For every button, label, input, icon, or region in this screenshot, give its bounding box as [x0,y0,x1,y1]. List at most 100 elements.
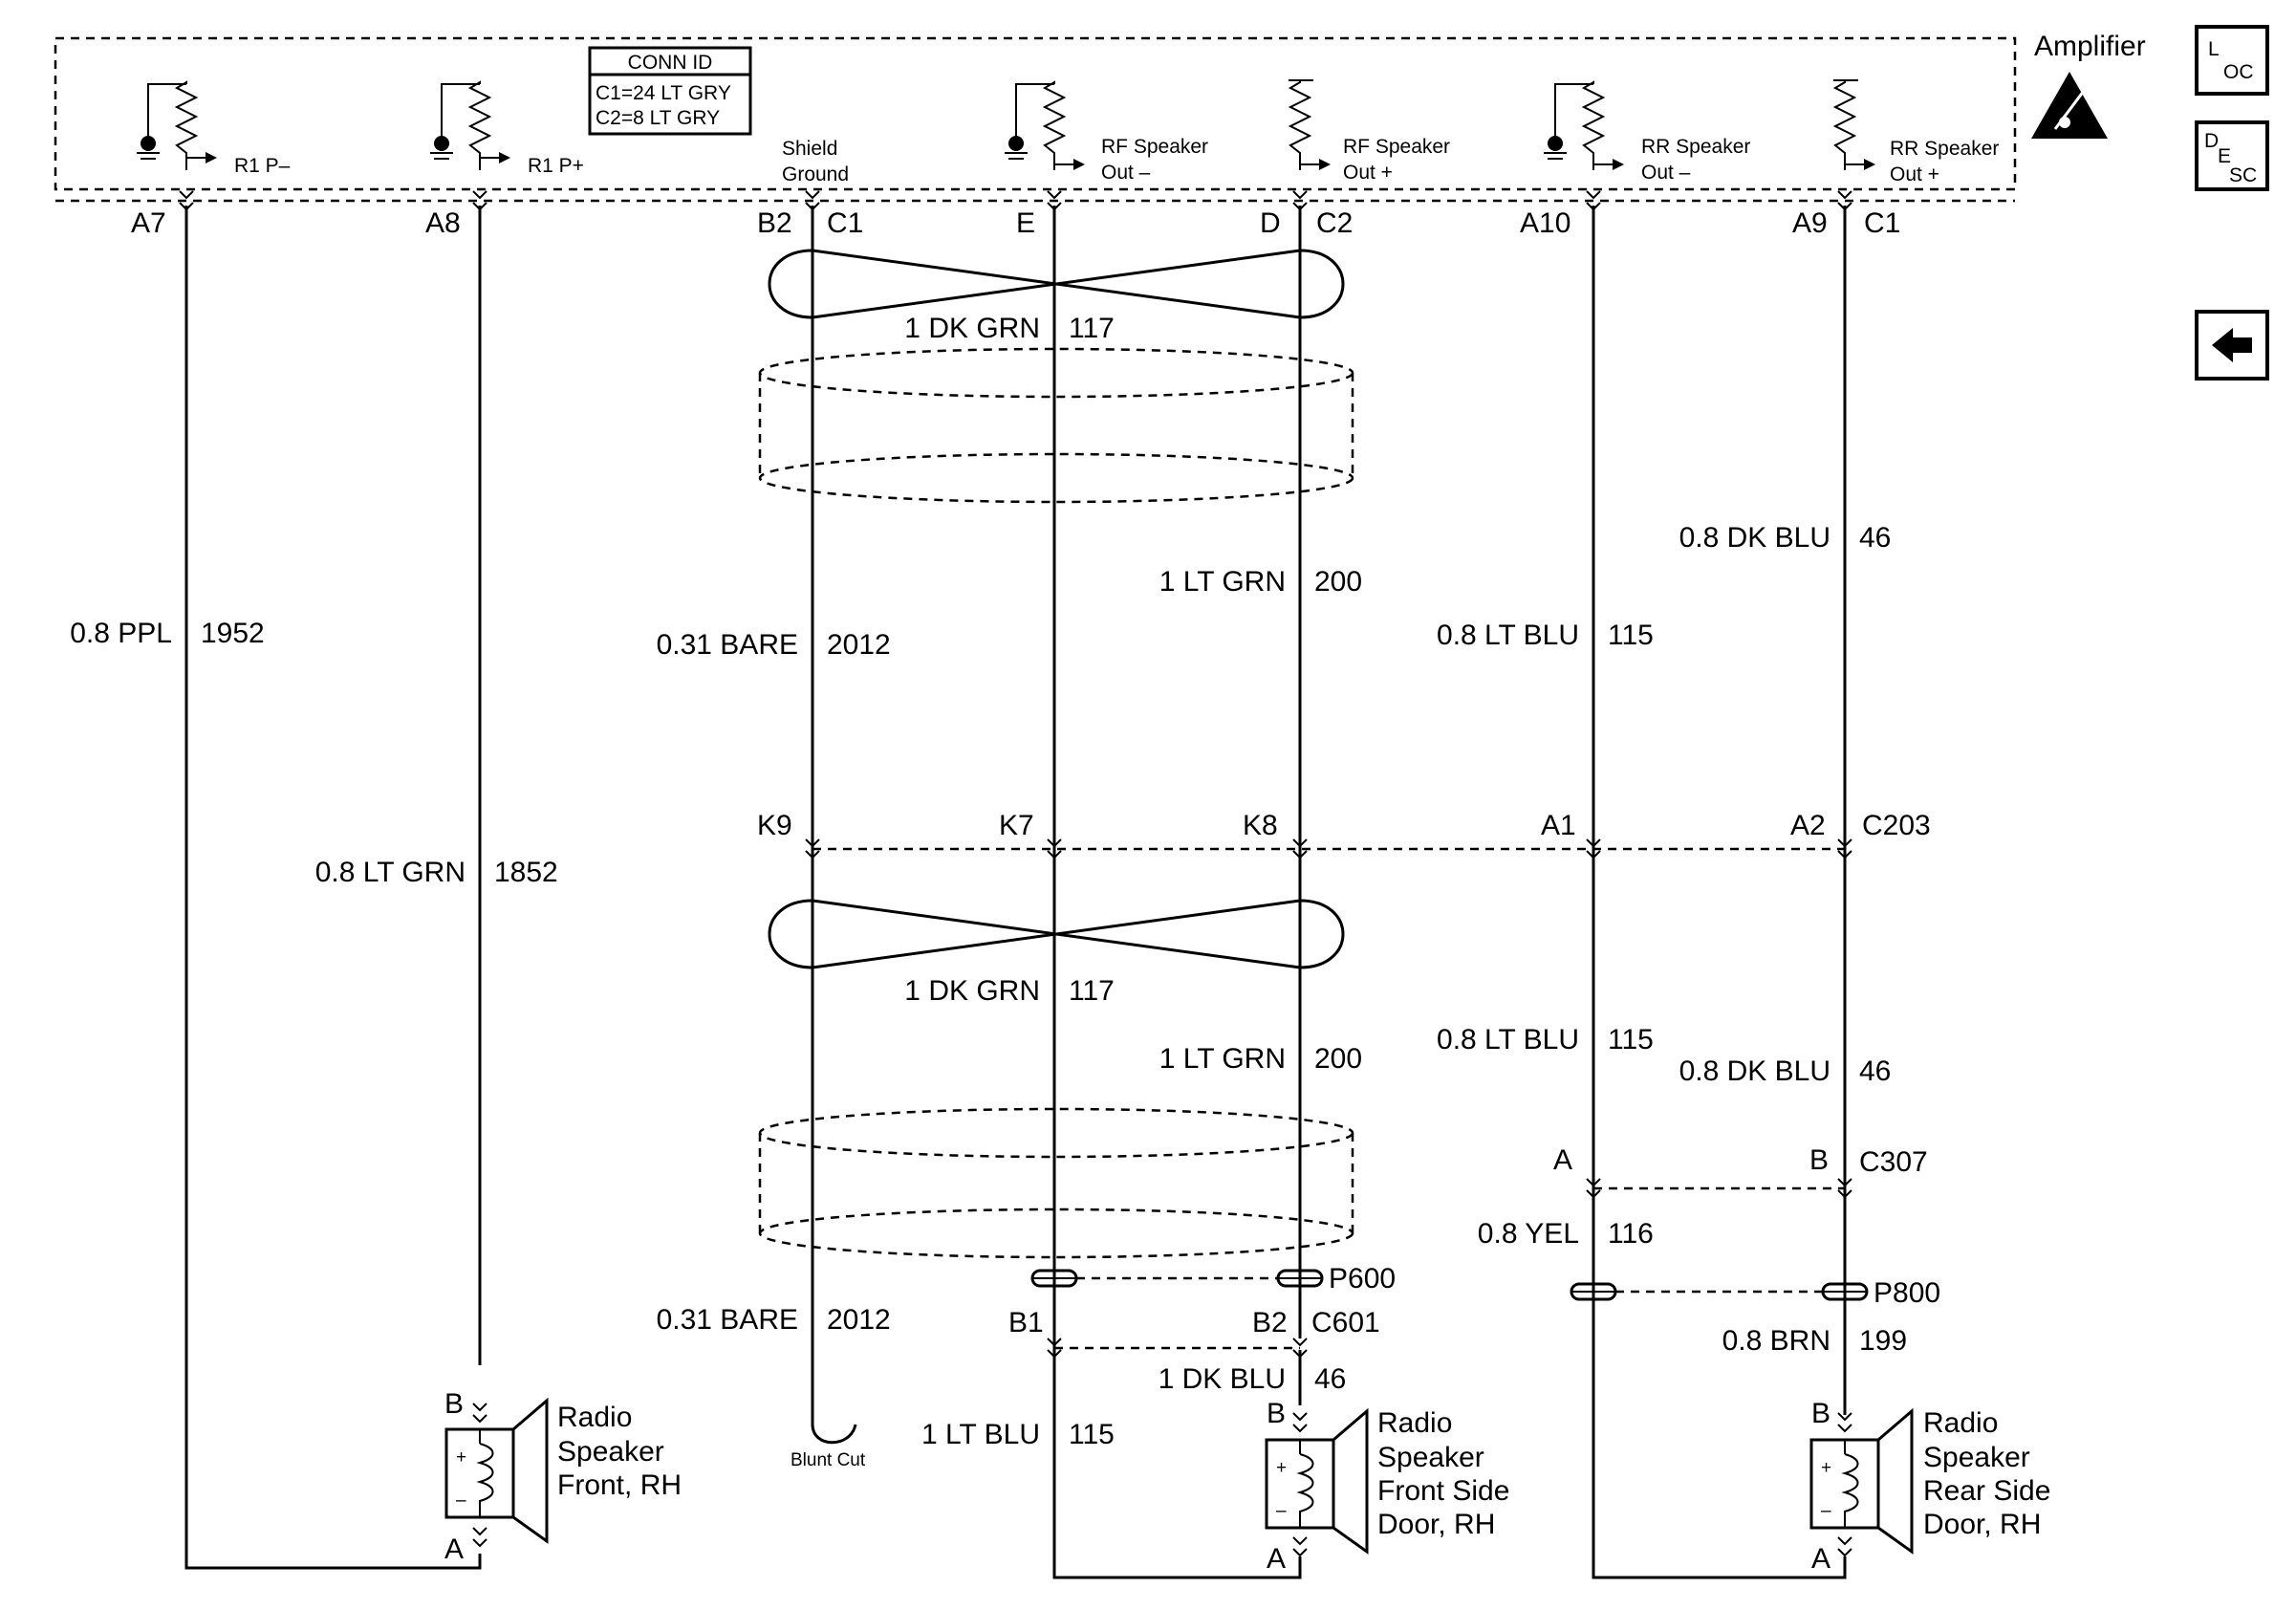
pin-label-shield-2: Ground [782,163,849,185]
c203-a1: A1 [1541,810,1576,841]
speaker-rear-side-door-rh: + – [1809,1407,1914,1555]
term-d: D [1260,207,1281,239]
wire-1952 [184,206,482,1570]
wire-1852-circuit: 1852 [494,857,558,888]
terminal-chevron [472,1527,487,1548]
speaker-rear-side-l4: Door, RH [1923,1509,2041,1540]
conn-id-title: CONN ID [628,52,713,74]
svg-text:–: – [1276,1501,1287,1521]
speaker-front-side-l3: Front Side [1377,1475,1509,1507]
pin-label-rr-neg-1: RR Speaker [1641,136,1750,158]
wire-2012-circuit-upper: 2012 [827,629,891,661]
speaker-front-side-l2: Speaker [1377,1442,1484,1473]
terminal-chevron [1837,1536,1852,1557]
c601-b1: B1 [1008,1307,1044,1338]
esd-warning-icon [2031,72,2108,139]
amplifier-title: Amplifier [2034,31,2146,62]
term-c1-rr: C1 [1864,207,1900,239]
svg-text:+: + [1821,1458,1831,1478]
loc-l-text: L [2208,38,2220,60]
wire-115-gauge-c601: 1 LT BLU [921,1419,1040,1450]
wire-115-gauge-upper: 0.8 LT BLU [1437,620,1579,651]
splice-p600 [1030,1269,1324,1288]
wire-46-gauge-upper: 0.8 DK BLU [1679,522,1830,554]
amp-internal-rr-neg [1544,80,1624,170]
c601-name: C601 [1311,1307,1380,1338]
conn-id-box: CONN ID C1=24 LT GRY C2=8 LT GRY [588,46,752,136]
wire-1952-circuit: 1952 [201,618,265,649]
c203-k7: K7 [999,810,1034,841]
wire-1952-gauge: 0.8 PPL [70,618,172,649]
pin-label-rf-pos-2: Out + [1343,162,1393,184]
c203-k8: K8 [1243,810,1278,841]
term-e: E [1016,207,1035,239]
svg-text:–: – [1821,1501,1831,1521]
pin-label-r1-pos: R1 P+ [528,155,584,177]
wire-116-gauge: 0.8 YEL [1478,1218,1579,1250]
term-c1: C1 [827,207,863,239]
amp-internal-rr-pos [1832,79,1875,170]
c601-b2: B2 [1252,1307,1288,1338]
pin-label-rf-neg-1: RF Speaker [1101,136,1208,158]
term-a7: A7 [131,207,166,239]
terminal-chevron [1837,1412,1852,1433]
wire-199-circuit: 199 [1859,1325,1907,1357]
speaker-front-rh: + – [444,1397,549,1544]
wire-115-circuit-upper: 115 [1608,620,1654,651]
wire-117-115 [1052,206,1302,1579]
wire-2012-gauge-lower: 0.31 BARE [657,1304,798,1336]
wire-117-gauge-lower: 1 DK GRN [904,975,1040,1007]
speaker-front-rh-pin-a: A [444,1534,464,1565]
svg-text:+: + [1276,1458,1287,1478]
pin-label-rf-pos-1: RF Speaker [1343,136,1450,158]
wire-46-gauge-lower: 0.8 DK BLU [1679,1055,1830,1087]
splice-p600-label: P600 [1329,1263,1396,1295]
speaker-front-side-pin-b: B [1267,1398,1286,1429]
amp-internal-rf-neg [1005,80,1085,170]
speaker-front-rh-l2: Speaker [557,1436,664,1468]
twisted-pair-lower [768,899,1345,969]
wire-199-gauge: 0.8 BRN [1722,1325,1830,1357]
blunt-cut-label: Blunt Cut [791,1450,866,1470]
back-button[interactable] [2195,310,2269,381]
wire-46-circuit-c601: 46 [1314,1363,1346,1395]
pin-label-rf-neg-2: Out – [1101,162,1151,184]
desc-e-text: E [2218,145,2231,167]
wire-200-circuit-lower: 200 [1314,1043,1362,1075]
wire-2012-circuit-lower: 2012 [827,1304,891,1336]
amp-internal-r1-pos [430,80,510,170]
c307-name: C307 [1859,1146,1928,1178]
description-button[interactable]: D E SC [2195,120,2269,191]
amp-internal-rf-pos [1288,79,1331,170]
pin-label-rr-pos-1: RR Speaker [1890,138,1999,160]
speaker-rear-side-l3: Rear Side [1923,1475,2050,1507]
wire-200-gauge-lower: 1 LT GRN [1159,1043,1286,1075]
location-button[interactable]: L OC [2195,25,2269,96]
amplifier-box [54,36,2017,191]
wire-115-circuit-lower: 115 [1608,1024,1654,1055]
speaker-rear-side-l2: Speaker [1923,1442,2030,1473]
splice-p800-label: P800 [1874,1277,1940,1309]
speaker-front-side-door-rh: + – [1265,1407,1369,1555]
speaker-rear-side-pin-b: B [1811,1398,1830,1429]
conn-id-c2: C2=8 LT GRY [596,107,720,129]
term-a9: A9 [1792,207,1828,239]
wire-117-gauge-upper: 1 DK GRN [904,313,1040,344]
pin-label-rr-neg-2: Out – [1641,162,1691,184]
loc-oc-text: OC [2223,61,2254,83]
term-a10: A10 [1520,207,1570,239]
splice-p800 [1570,1282,1869,1301]
amp-internal-r1-neg [137,80,217,170]
terminal-chevron [1292,1536,1308,1557]
terminal-chevron [472,1403,487,1424]
desc-sc-text: SC [2229,164,2257,186]
term-b2: B2 [757,207,792,239]
speaker-front-rh-pin-b: B [444,1388,464,1420]
wire-115-116 [1592,206,1847,1579]
speaker-front-side-l1: Radio [1377,1407,1452,1439]
twisted-pair-upper [768,249,1345,319]
svg-text:–: – [456,1490,466,1511]
speaker-rear-side-l1: Radio [1923,1407,1998,1439]
back-arrow-icon [2212,328,2252,362]
wire-117-circuit-lower: 117 [1069,975,1115,1007]
